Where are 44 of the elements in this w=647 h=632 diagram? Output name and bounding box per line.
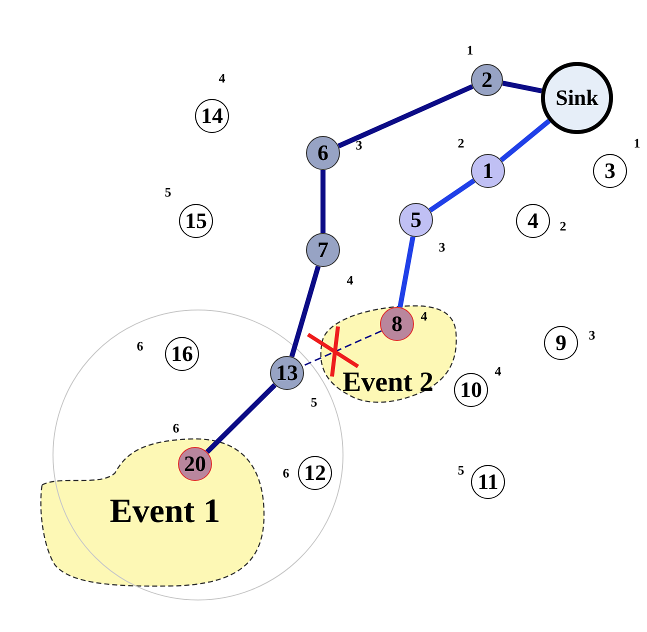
sensor-node: 7 [306,233,340,267]
sensor-node: 9 [544,326,578,360]
hop-count: 5 [310,396,318,408]
hop-count: 6 [172,422,180,434]
hop-count: 1 [466,44,474,56]
event-label: Event 1 [110,495,220,529]
link-line [289,266,321,358]
hop-count: 5 [164,186,172,198]
hop-count: 6 [282,466,290,480]
sensor-node: 12 [298,456,332,490]
sensor-node: 4 [516,204,550,238]
sensor-node: 10 [454,373,488,407]
hop-count: 3 [356,138,362,152]
hop-count: 3 [588,328,596,342]
sink-node: Sink [541,62,613,134]
hop-count: 4 [218,72,226,84]
event-label: Event 2 [342,369,434,397]
hop-count: 2 [560,220,566,232]
hop-count: 3 [438,240,446,254]
hop-count: 4 [494,364,502,378]
sensor-node: 5 [399,203,433,237]
hop-count: 5 [458,464,464,476]
sensor-node: 15 [179,204,213,238]
link-line [500,118,551,162]
hop-count: 4 [346,274,354,286]
sensor-node: 16 [165,337,199,371]
link-line [502,80,542,94]
link-line [398,236,416,308]
sensor-node: 13 [270,356,304,390]
hop-count: 2 [458,136,464,150]
sensor-node: 11 [471,465,505,499]
sensor-node: 1 [471,154,505,188]
sensor-node: 2 [471,64,503,96]
hop-count: 4 [420,310,428,322]
link-line [205,383,277,454]
link-line [320,170,326,233]
broken-link-line [302,330,382,367]
sensor-node: 14 [195,99,229,133]
hop-count: 1 [634,136,640,150]
hop-count: 6 [136,340,144,352]
sensor-node: 6 [306,136,340,170]
link-line [338,84,474,148]
sensor-node: 3 [593,154,627,188]
link-line [428,178,476,212]
